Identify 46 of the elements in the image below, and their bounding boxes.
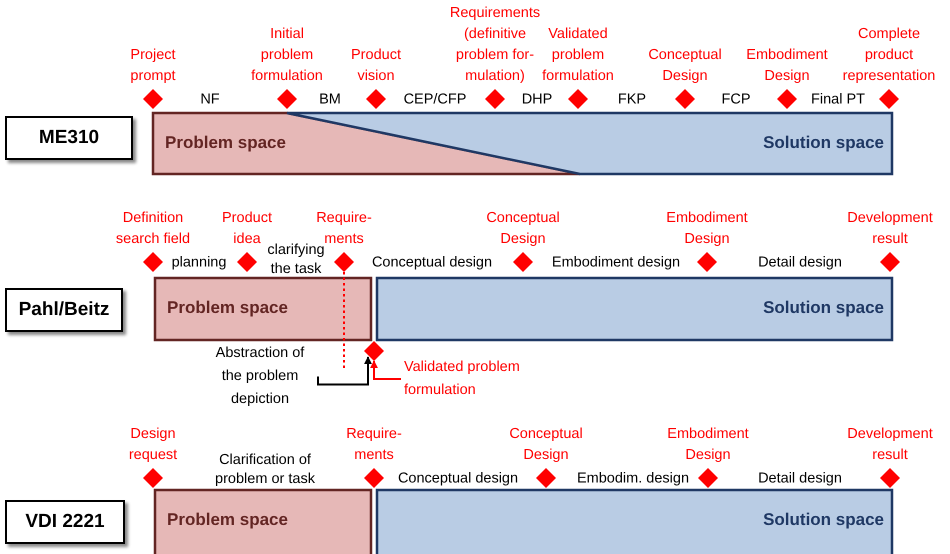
milestone-label: Definition search field	[114, 209, 192, 249]
space-label: Solution space	[763, 132, 884, 152]
method-name-box: Pahl/Beitz	[5, 288, 123, 332]
space-label: Problem space	[167, 510, 288, 530]
phase-label: Embodim. design	[576, 470, 690, 488]
phase-label: NF	[200, 90, 220, 110]
phase-label: Detail design	[758, 254, 842, 272]
phase-label: Embodiment design	[552, 254, 680, 272]
milestone-label: Product vision	[350, 46, 402, 86]
milestone-label: Development result	[846, 209, 934, 249]
phase-label: Conceptual design	[372, 254, 492, 272]
dotted-line	[343, 272, 345, 368]
arrow	[317, 356, 372, 386]
space-label: Problem space	[165, 132, 286, 152]
space-label: Solution space	[763, 298, 884, 318]
milestone-label: Embodiment Design	[745, 46, 829, 86]
annotation-text: Validated problem formulation	[404, 358, 521, 400]
space-label: Problem space	[167, 298, 288, 318]
phase-label: FKP	[618, 90, 646, 110]
method-name-box: VDI 2221	[5, 500, 125, 544]
milestone-label: Require- ments	[345, 425, 403, 465]
milestone-label: Conceptual Design	[508, 425, 584, 465]
method-name-box: ME310	[5, 116, 133, 160]
phase-label: CEP/CFP	[404, 90, 466, 110]
phase-label: Clarification of problem or task	[214, 451, 316, 489]
space-label: Solution space	[763, 510, 884, 530]
phase-label: Final PT	[811, 90, 865, 110]
phase-label: FCP	[722, 90, 750, 110]
milestone-label: Validated problem formulation	[541, 25, 615, 86]
milestone-label: Requirements (definitive problem for- mulation)	[448, 4, 542, 86]
milestone-label: Complete product representation	[842, 25, 936, 86]
arrow	[370, 360, 401, 380]
phase-label: Detail design	[758, 470, 842, 488]
phase-label: DHP	[522, 90, 552, 110]
milestone-label: Embodiment Design	[666, 425, 750, 465]
phase-label: BM	[319, 90, 341, 110]
milestone-label: Conceptual Design	[647, 46, 723, 86]
milestone-label: Development result	[846, 425, 934, 465]
milestone-label: Embodiment Design	[665, 209, 749, 249]
milestone-label: Conceptual Design	[485, 209, 561, 249]
milestone-label: Design request	[128, 425, 178, 465]
milestone-label: Initial problem formulation	[250, 25, 324, 86]
phase-label: Conceptual design	[398, 470, 518, 488]
annotation-text: Abstraction of the problem depiction	[214, 344, 306, 409]
milestone-label: Project prompt	[129, 46, 177, 86]
phase-label: planning	[172, 254, 226, 272]
